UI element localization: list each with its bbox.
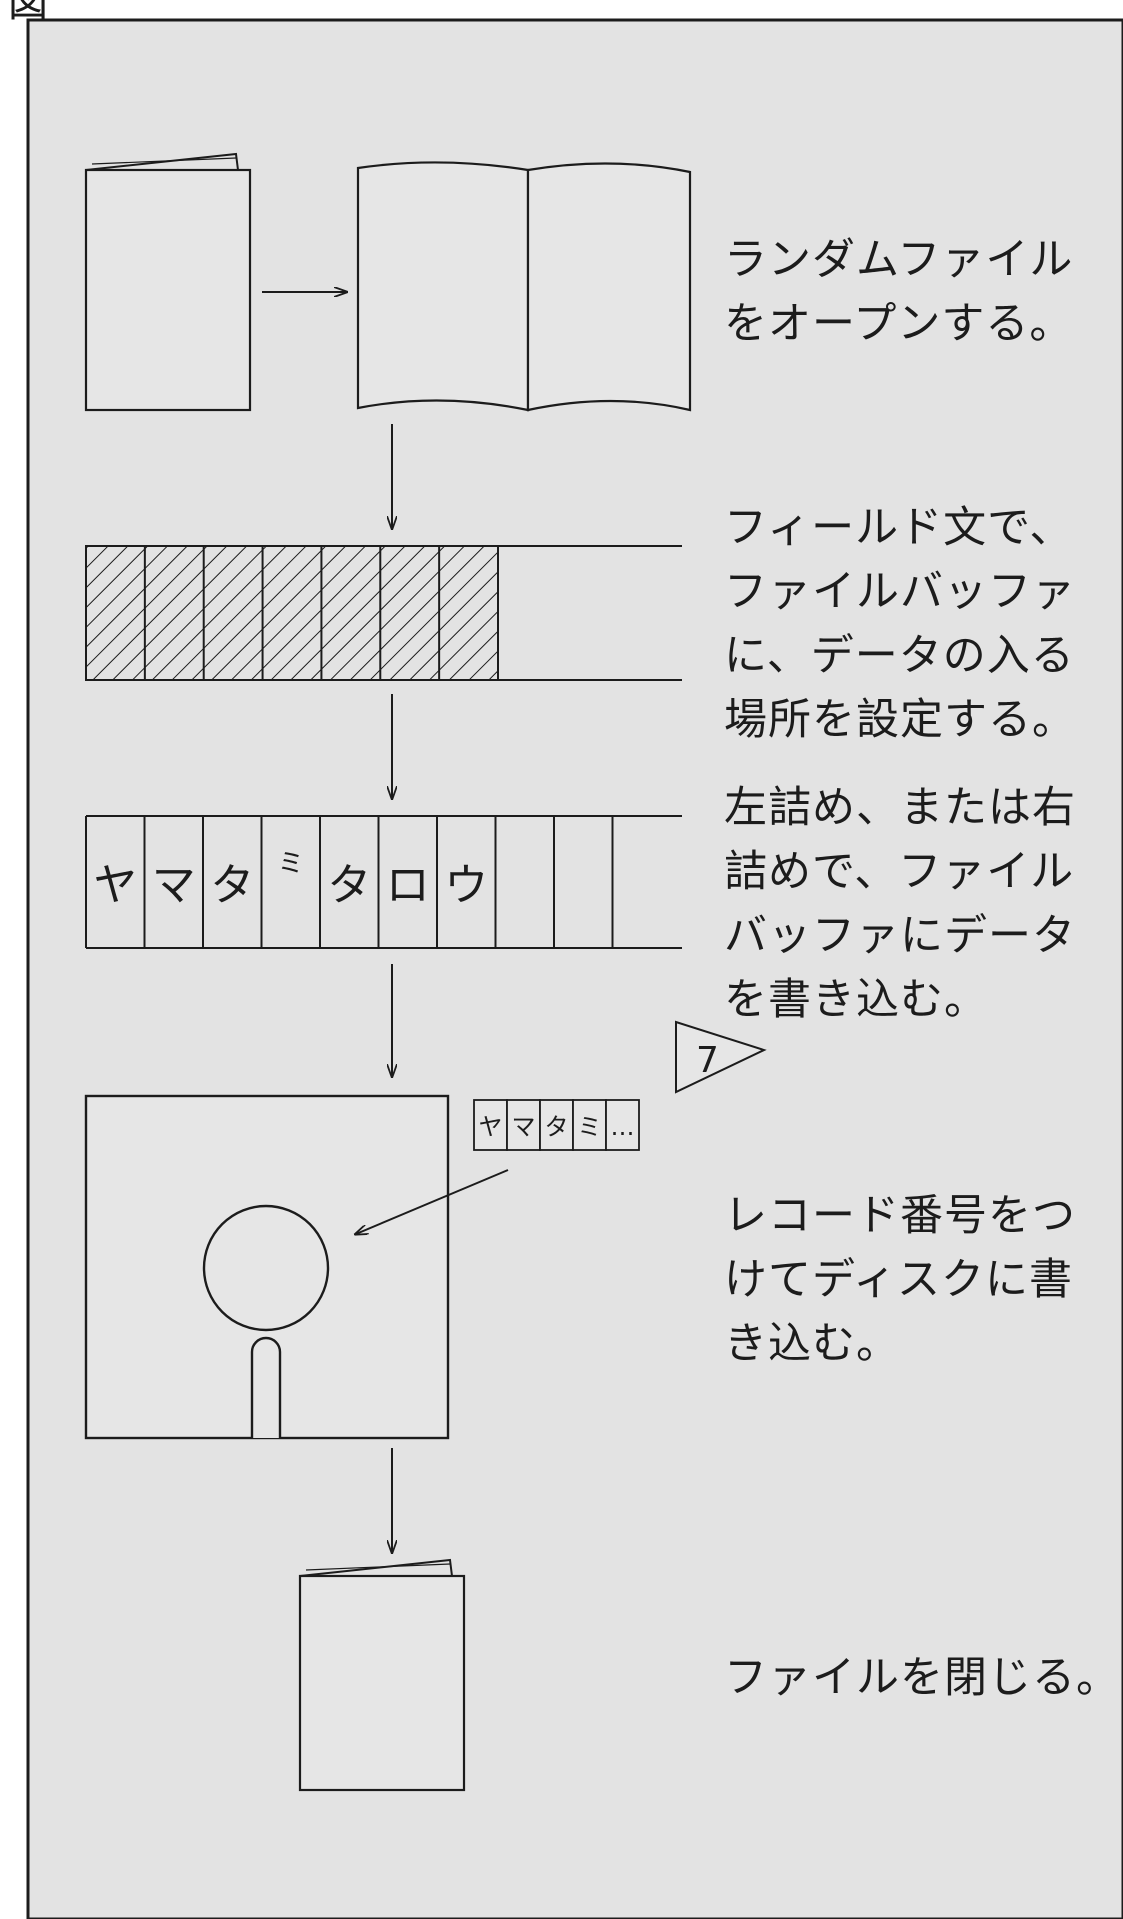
data-buffer: ヤマタミタロウ bbox=[85, 815, 682, 949]
buffer-cell-char: マ bbox=[152, 860, 196, 911]
buffer-cell-char: ミ bbox=[278, 849, 304, 879]
record-cell-char: ミ bbox=[578, 1113, 602, 1141]
buffer-cell-char: ヤ bbox=[93, 860, 137, 911]
step-3-text: 左詰め、または右 詰めで、ファイル バッファにデータ を書き込む。 bbox=[724, 783, 1076, 1025]
field-buffer bbox=[85, 545, 682, 681]
record-cell-char: タ bbox=[545, 1113, 569, 1141]
open-file-icon bbox=[356, 161, 692, 412]
buffer-cell-char: ウ bbox=[444, 860, 488, 911]
step-2-text: フィールド文で、 ファイルバッファ に、データの入る 場所を設定する。 bbox=[724, 503, 1076, 745]
record-number: 7 bbox=[696, 1040, 719, 1081]
closed-file-icon bbox=[298, 1558, 466, 1792]
record-cell-char: … bbox=[611, 1113, 635, 1141]
buffer-cell-char: タ bbox=[210, 860, 254, 911]
step-4-text: レコード番号をつ けてディスクに書 き込む。 bbox=[724, 1191, 1076, 1369]
record-strip: ヤマタミ … bbox=[473, 1099, 640, 1151]
record-cell bbox=[605, 1099, 640, 1151]
buffer-cell-char: タ bbox=[327, 860, 371, 911]
record-cell bbox=[506, 1099, 541, 1151]
closed-file-icon bbox=[84, 152, 252, 412]
buffer-cell-char: ロ bbox=[386, 860, 430, 911]
record-cell bbox=[473, 1099, 508, 1151]
record-cell-char: マ bbox=[512, 1113, 536, 1141]
record-cell bbox=[539, 1099, 574, 1151]
step-5-text: ファイルを閉じる。 bbox=[724, 1653, 1120, 1703]
write-arrow bbox=[356, 1169, 509, 1234]
floppy-disk-icon bbox=[84, 1094, 450, 1440]
record-cell-char: ヤ bbox=[479, 1113, 503, 1141]
record-number-flag: 7 bbox=[675, 1020, 767, 1094]
step-1-text: ランダムファイル をオープンする。 bbox=[724, 235, 1074, 349]
